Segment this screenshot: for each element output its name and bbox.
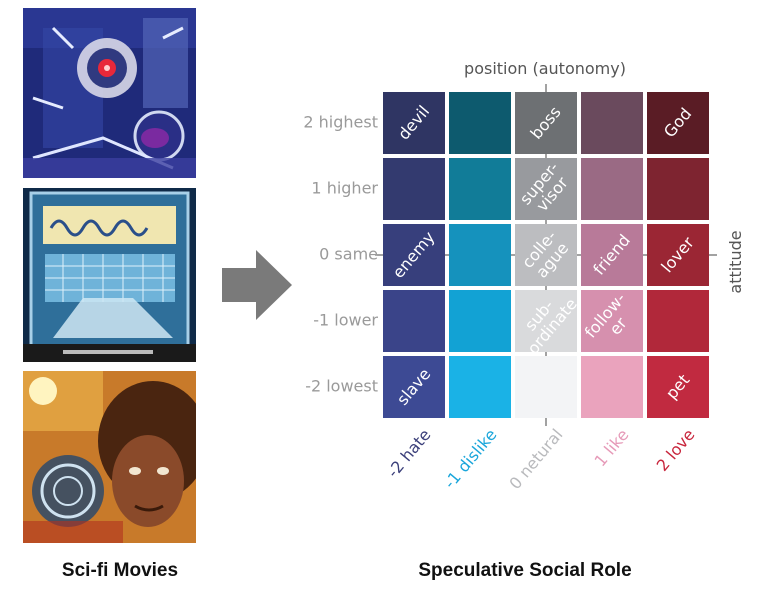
grid-cell	[515, 224, 577, 286]
grid-cell	[647, 158, 709, 220]
top-axis-title: position (autonomy)	[464, 59, 626, 78]
grid-cell	[515, 158, 577, 220]
grid-cell	[383, 224, 445, 286]
column-label: -2 hate	[383, 425, 434, 481]
column-label: -1 dislike	[440, 425, 500, 492]
grid-cell	[515, 356, 577, 418]
grid-cell	[449, 224, 511, 286]
sci-fi-movies-caption: Sci-fi Movies	[61, 560, 179, 581]
grid-cell	[515, 290, 577, 352]
grid-cell	[449, 356, 511, 418]
grid-cell	[449, 158, 511, 220]
computer-terminal-still	[23, 188, 196, 362]
grid-cell	[647, 224, 709, 286]
grid-cell	[581, 158, 643, 220]
grid-cell	[449, 290, 511, 352]
column-label: 0 netural	[505, 425, 566, 493]
grid-cell	[449, 92, 511, 154]
grid-cell	[581, 290, 643, 352]
grid-cell	[647, 356, 709, 418]
face-still	[23, 371, 196, 543]
speculative-social-role-caption: Speculative Social Role	[418, 560, 632, 581]
row-labels: 2 highest 1 higher 0 same -1 lower -2 lowest	[303, 113, 378, 396]
robot-eye-still	[23, 8, 196, 178]
grid-cell	[581, 356, 643, 418]
grid-cell	[647, 290, 709, 352]
row-label: 2 highest	[303, 113, 378, 132]
row-label: 0 same	[319, 245, 378, 264]
grid-cell	[383, 92, 445, 154]
column-label: 2 love	[653, 425, 699, 475]
grid-cell	[383, 158, 445, 220]
row-label: -1 lower	[313, 311, 378, 330]
grid-cell	[581, 224, 643, 286]
column-label: 1 like	[591, 425, 633, 470]
grid-cell	[581, 92, 643, 154]
grid-cell	[515, 92, 577, 154]
row-label: -2 lowest	[305, 377, 378, 396]
right-axis-title: attitude	[726, 230, 745, 293]
right-arrow-icon	[222, 250, 292, 320]
grid-cell	[383, 356, 445, 418]
row-label: 1 higher	[311, 179, 378, 198]
grid-cell	[647, 92, 709, 154]
grid-cell	[383, 290, 445, 352]
